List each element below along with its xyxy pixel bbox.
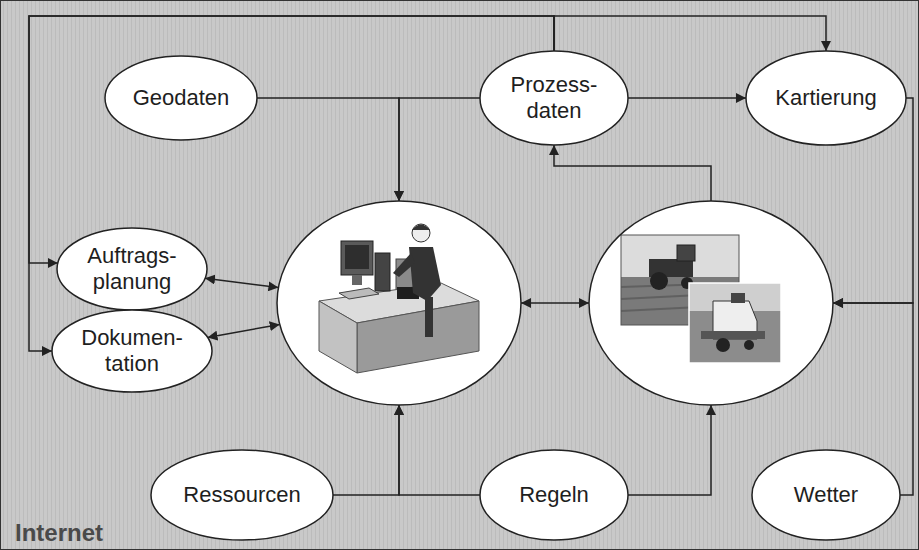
node-label: Prozess- daten: [511, 72, 598, 124]
flow-arrow: [521, 302, 589, 304]
flow-arrow: [205, 278, 278, 287]
topic-ellipse: Prozess- daten: [479, 50, 629, 146]
node-label: Geodaten: [133, 85, 230, 111]
node-label: Wetter: [794, 482, 858, 508]
ellipse-outline: [276, 200, 522, 406]
flow-arrow: [399, 405, 480, 495]
flow-arrow: [554, 16, 826, 51]
flow-arrow: [257, 98, 399, 201]
ellipse-outline: [588, 200, 834, 406]
topic-ellipse: Wetter: [751, 449, 901, 541]
picture-ellipse: [588, 200, 834, 406]
office-ground: [277, 201, 521, 405]
flow-arrow: [399, 98, 480, 201]
node-label: Dokumen- tation: [81, 325, 182, 377]
flow-arrow: [208, 324, 280, 337]
flow-arrow: [554, 145, 711, 201]
flow-arrow: [628, 97, 746, 99]
corner-label: Internet: [15, 519, 103, 547]
text-stack: Auftrags- planung: [87, 243, 176, 295]
node-label: Auftrags- planung: [87, 243, 176, 295]
machines-ground: [589, 201, 833, 405]
flow-arrow: [333, 405, 399, 495]
text-stack: Dokumen- tation: [81, 325, 182, 377]
flow-arrow: [628, 405, 711, 495]
text-stack: Geodaten: [133, 85, 230, 111]
text-stack: Prozess- daten: [511, 72, 598, 124]
topic-ellipse: Auftrags- planung: [56, 227, 208, 311]
topic-ellipse: Kartierung: [745, 50, 907, 146]
harvester-photo: [689, 283, 781, 363]
topic-ellipse: Geodaten: [104, 55, 258, 141]
text-stack: Wetter: [794, 482, 858, 508]
node-label: Ressourcen: [183, 482, 300, 508]
text-stack: Kartierung: [775, 85, 877, 111]
picture-ellipse: [276, 200, 522, 406]
office-illustration: [319, 224, 479, 373]
topic-ellipse: Regeln: [479, 449, 629, 541]
topic-ellipse: Ressourcen: [150, 449, 334, 541]
text-stack: Regeln: [519, 482, 589, 508]
node-label: Kartierung: [775, 85, 877, 111]
topic-ellipse: Dokumen- tation: [51, 309, 213, 393]
node-label: Regeln: [519, 482, 589, 508]
text-stack: Ressourcen: [183, 482, 300, 508]
